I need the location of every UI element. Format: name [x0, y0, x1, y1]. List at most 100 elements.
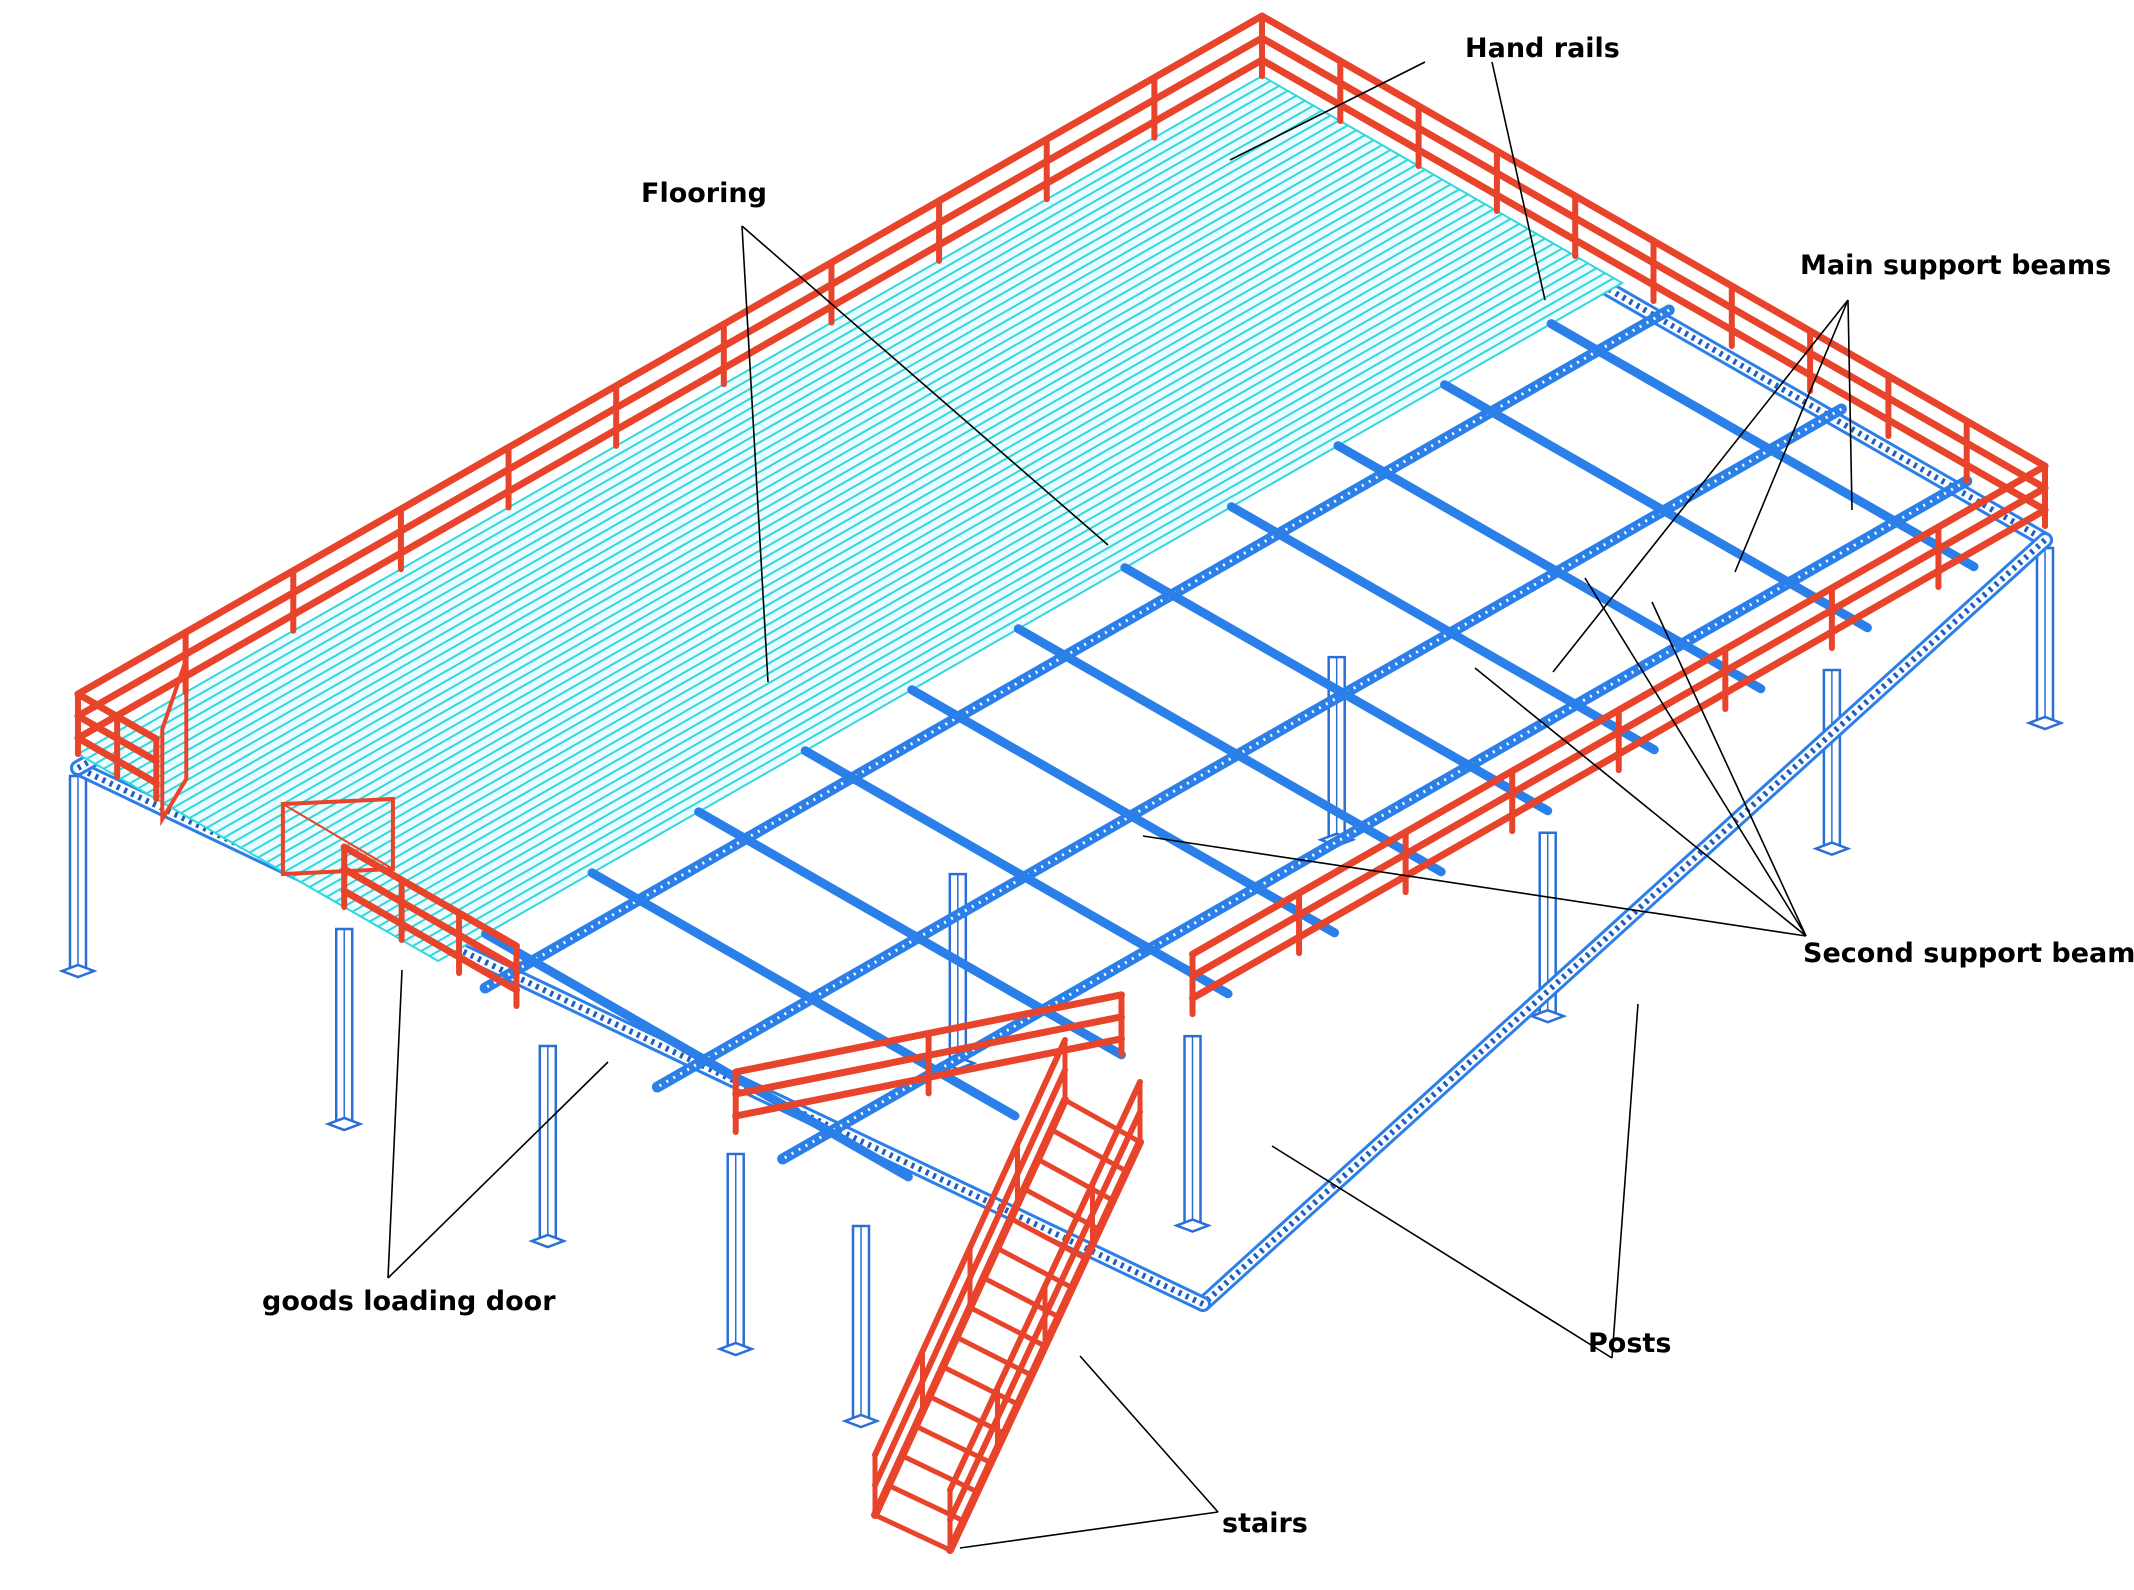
second-support-beam	[1013, 624, 1446, 877]
floor-plank	[171, 129, 1358, 810]
floor-plank	[239, 168, 1426, 849]
stair-tread	[913, 1423, 994, 1466]
floor-plank	[428, 277, 1615, 958]
second-support-beam	[1120, 563, 1553, 816]
floor-plank	[325, 217, 1512, 898]
post-base-plate	[58, 963, 98, 979]
leader-hand-rails-1	[1229, 61, 1426, 161]
floor-plank	[334, 222, 1521, 903]
label-hand-rails: Hand rails	[1465, 33, 1620, 64]
leader-second-beams-1	[1142, 835, 1807, 937]
post-base-plate	[1812, 841, 1852, 856]
floor-plank	[102, 89, 1289, 770]
floor-plank	[385, 252, 1572, 933]
stair-tread	[1035, 1156, 1116, 1203]
floor-plank	[179, 134, 1366, 815]
stairs	[871, 1037, 1144, 1554]
floor-plank	[317, 213, 1504, 893]
leader-flooring-1	[741, 225, 769, 683]
stair-tread	[1048, 1127, 1129, 1174]
floor-plank	[394, 257, 1581, 938]
label-flooring: Flooring	[641, 178, 767, 209]
post-base-plate	[1172, 1218, 1213, 1233]
post-base-plate	[324, 1116, 364, 1132]
floor-plank	[119, 99, 1306, 780]
floor-plank	[308, 208, 1495, 889]
stair-tread	[994, 1245, 1075, 1291]
floor-plank	[274, 188, 1461, 869]
floor-plank	[257, 178, 1444, 859]
floor-plank	[265, 183, 1452, 864]
loading-door-left	[160, 658, 189, 827]
second-support-beam	[481, 929, 913, 1182]
floor-plank	[282, 193, 1469, 874]
handrail-front-bar	[340, 887, 520, 994]
floor-plank	[154, 119, 1341, 800]
labels: Hand rails Flooring Main support beams S…	[262, 33, 2134, 1539]
stair-tread	[1008, 1216, 1089, 1262]
posts	[58, 546, 2065, 1429]
goods-loading-doors	[160, 658, 395, 877]
floor-plank	[411, 267, 1598, 948]
floor-plank	[214, 153, 1401, 834]
label-stairs: stairs	[1222, 1508, 1308, 1539]
floor-plank	[231, 163, 1418, 844]
leader-main-beams-3	[1847, 299, 1853, 511]
floor-plank	[128, 104, 1315, 785]
leader-main-beams-2	[1734, 299, 1849, 573]
label-posts: Posts	[1588, 1328, 1671, 1359]
floor-plank	[85, 79, 1272, 760]
floor-plank	[342, 227, 1529, 908]
floor-plank	[111, 94, 1298, 775]
label-goods-loading-door: goods loading door	[262, 1286, 556, 1317]
floor-plank	[145, 114, 1332, 795]
post-base-plate	[1528, 1008, 1568, 1024]
floor-plank	[368, 242, 1555, 923]
leader-posts-2	[1611, 1003, 1639, 1359]
leader-door-1	[387, 969, 403, 1279]
second-support-beam	[694, 807, 1126, 1060]
leader-hand-rails-2	[1491, 61, 1546, 301]
second-support-beam	[800, 746, 1233, 999]
flooring	[75, 74, 1625, 963]
main-beam-holes	[484, 308, 1670, 990]
post-base-plate	[528, 1233, 568, 1249]
stair-tread	[1021, 1186, 1102, 1232]
post-base-plate	[841, 1413, 881, 1429]
leader-stairs-1	[1079, 1355, 1219, 1513]
stair-tread	[926, 1393, 1007, 1436]
floor-plank	[420, 272, 1607, 953]
post-base-plate	[716, 1341, 756, 1357]
floor-plank	[137, 109, 1324, 790]
loading-door-brace	[281, 803, 394, 870]
floor-plank	[188, 139, 1375, 820]
leader-second-beams-2	[1474, 667, 1807, 937]
second-support-beam	[1226, 502, 1659, 755]
floor-plank	[248, 173, 1435, 854]
edge-beam-perforation	[1200, 537, 2048, 1307]
stair-tread	[967, 1305, 1048, 1349]
handrail-left-bar	[74, 34, 1266, 720]
leader-second-beams-3	[1584, 577, 1807, 937]
second-support-beam	[907, 685, 1340, 938]
second-support-beam	[1546, 319, 1979, 572]
handrail-front-bar	[340, 843, 520, 950]
leader-second-beams-4	[1651, 601, 1807, 937]
floor-plank	[222, 158, 1409, 839]
floor-plank	[94, 84, 1281, 765]
handrail-left-bar	[74, 56, 1266, 742]
stair-tread	[940, 1364, 1021, 1407]
edge-beam-perforation	[1260, 87, 2047, 543]
leader-posts-1	[1271, 1145, 1613, 1359]
stair-tread	[1062, 1097, 1143, 1145]
label-second-support-beams: Second support beams	[1803, 938, 2134, 969]
floor-plank	[299, 203, 1486, 884]
label-main-support-beams: Main support beams	[1800, 250, 2111, 281]
floor-plank	[197, 144, 1384, 824]
floor-plank	[291, 198, 1478, 879]
floor-plank	[377, 247, 1564, 928]
floor-plank	[402, 262, 1589, 943]
floor-plank	[205, 148, 1392, 829]
second-support-beam	[1333, 441, 1766, 694]
